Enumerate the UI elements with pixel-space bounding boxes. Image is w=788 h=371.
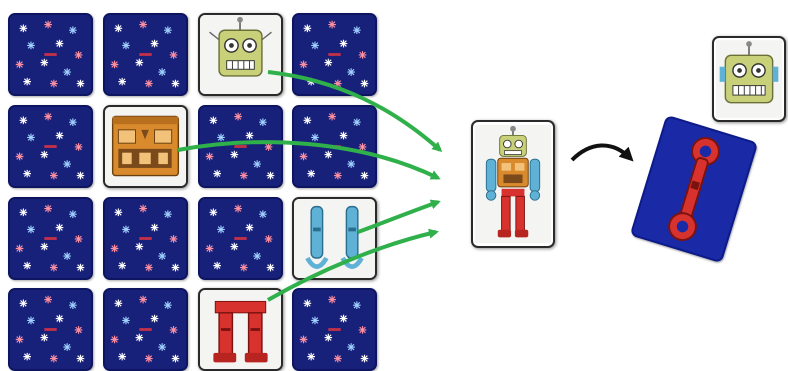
complete-robot-card[interactable] xyxy=(471,120,555,248)
robot-head-card-corner[interactable] xyxy=(712,36,786,122)
memory-card-face-down[interactable] xyxy=(198,197,283,280)
arrow-robot-to-reward xyxy=(572,145,630,160)
star-pattern-icon xyxy=(294,15,375,94)
star-pattern-icon xyxy=(10,107,91,186)
robot-head-icon xyxy=(200,15,281,94)
memory-card-face-down[interactable] xyxy=(8,288,93,371)
star-pattern-icon xyxy=(294,107,375,186)
star-pattern-icon xyxy=(200,107,281,186)
memory-card-face-down[interactable] xyxy=(8,197,93,280)
star-pattern-icon xyxy=(105,199,186,278)
star-pattern-icon xyxy=(105,15,186,94)
rotated-reward-card[interactable] xyxy=(630,115,759,264)
robot-legs-icon xyxy=(200,290,281,369)
memory-card-robot-head[interactable] xyxy=(198,13,283,96)
memory-card-robot-arms[interactable] xyxy=(292,197,377,280)
star-pattern-icon xyxy=(10,15,91,94)
memory-card-face-down[interactable] xyxy=(103,13,188,96)
star-pattern-icon xyxy=(10,199,91,278)
memory-card-face-down[interactable] xyxy=(292,13,377,96)
robot-body-icon xyxy=(105,107,186,186)
memory-card-robot-body[interactable] xyxy=(103,105,188,188)
star-pattern-icon xyxy=(10,290,91,369)
memory-card-robot-legs[interactable] xyxy=(198,288,283,371)
robot-head-icon xyxy=(714,38,784,120)
star-pattern-icon xyxy=(200,199,281,278)
robot-full-icon xyxy=(473,122,553,246)
robot-arms-icon xyxy=(632,117,756,261)
memory-card-face-down[interactable] xyxy=(8,105,93,188)
memory-card-face-down[interactable] xyxy=(103,288,188,371)
star-pattern-icon xyxy=(105,290,186,369)
memory-card-face-down[interactable] xyxy=(103,197,188,280)
robot-arms-icon xyxy=(294,199,375,278)
memory-card-face-down[interactable] xyxy=(8,13,93,96)
memory-card-face-down[interactable] xyxy=(292,288,377,371)
memory-card-face-down[interactable] xyxy=(292,105,377,188)
star-pattern-icon xyxy=(294,290,375,369)
memory-card-face-down[interactable] xyxy=(198,105,283,188)
